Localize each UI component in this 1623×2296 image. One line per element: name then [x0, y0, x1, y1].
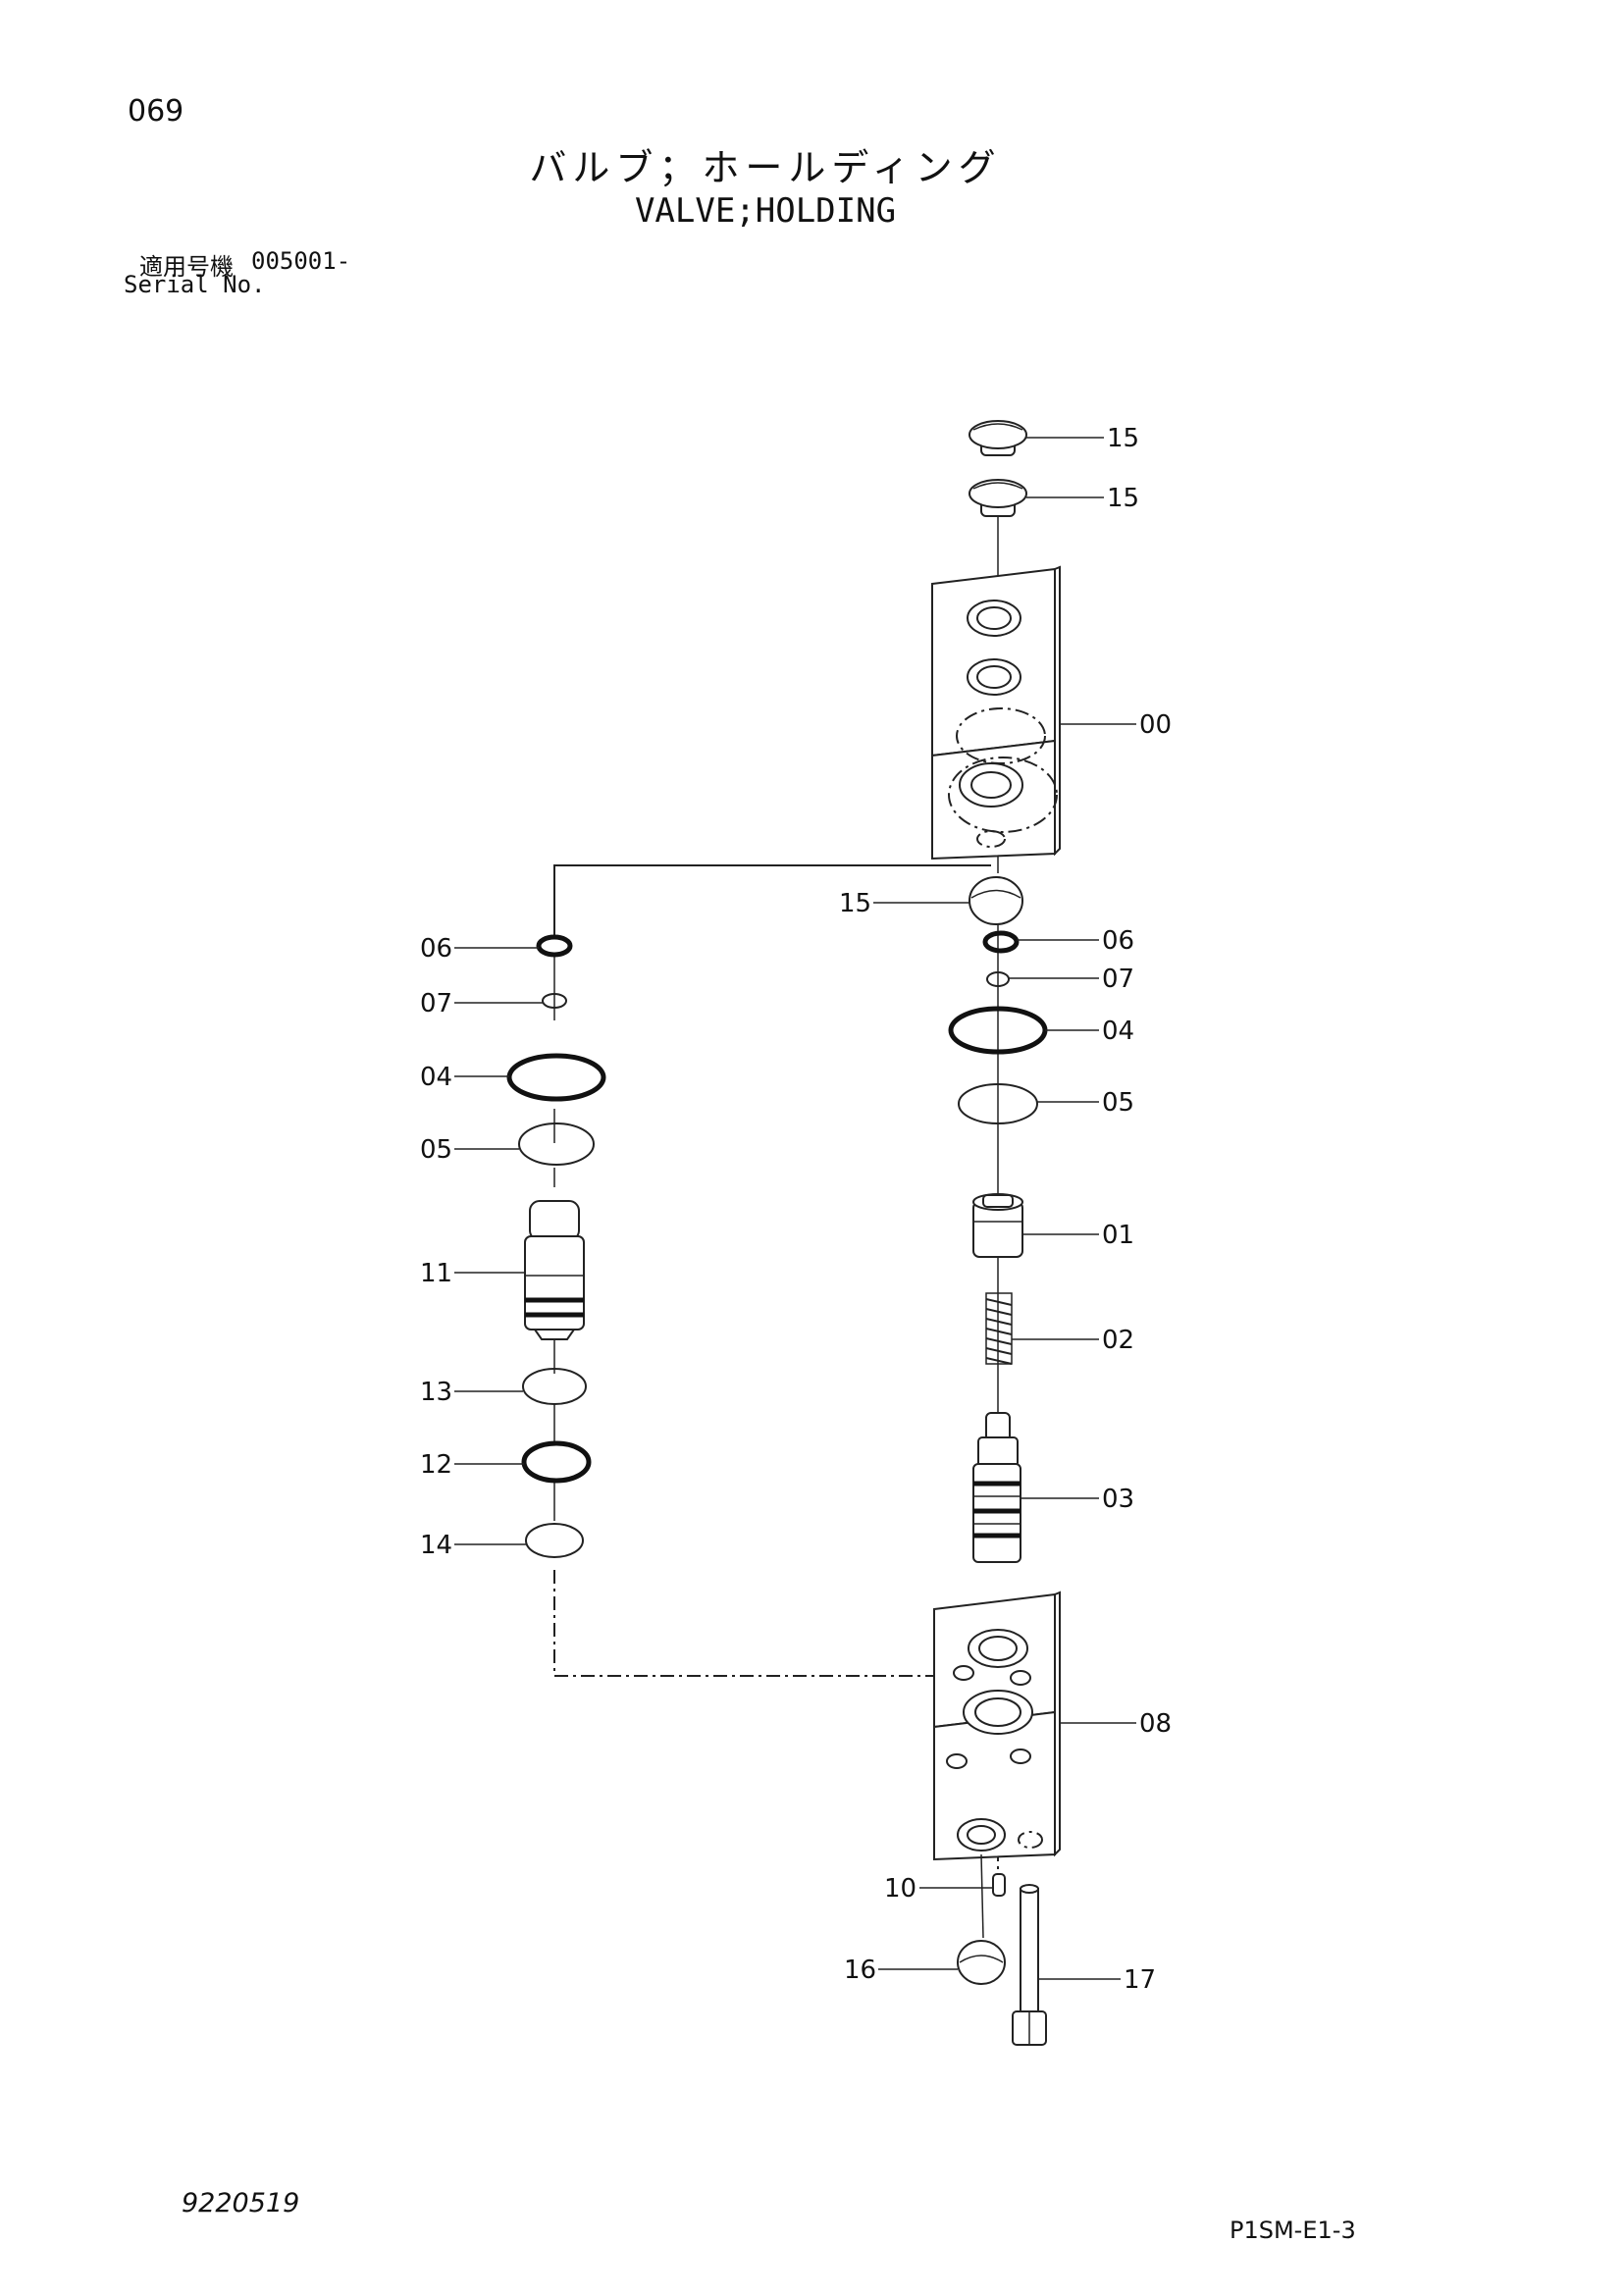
callout-00: 00	[1139, 710, 1172, 740]
backup-ring-12	[521, 1440, 592, 1484]
callout-06: 06	[1102, 926, 1134, 956]
serial-label-japanese: 適用号機	[139, 253, 234, 281]
cartridge-03	[972, 1412, 1021, 1563]
backup-ring-06-left	[536, 934, 573, 958]
drawing-number: 9220519	[182, 2188, 300, 2218]
callout-labels: 15 15 00 15 06 07 04 05 01 02 03 08 10 1…	[420, 424, 1172, 1995]
plug-16	[957, 1853, 1006, 1985]
o-ring-04-left	[506, 1053, 606, 1102]
callout-04: 04	[1102, 1017, 1134, 1046]
o-ring-07-left	[542, 993, 567, 1009]
callout-07: 07	[1102, 965, 1134, 994]
callout-16: 16	[844, 1956, 876, 1985]
o-ring-13	[522, 1368, 587, 1405]
left-lower-connector	[553, 1570, 991, 1677]
spring-02	[985, 1292, 1013, 1365]
callout-05: 05	[1102, 1088, 1134, 1118]
piston-11	[524, 1200, 585, 1340]
valve-body-08	[933, 1591, 1061, 1861]
callout-12: 12	[420, 1450, 452, 1480]
left-upper-connector	[553, 864, 991, 937]
callout-05: 05	[420, 1135, 452, 1165]
callout-06: 06	[420, 934, 452, 964]
callout-14: 14	[420, 1531, 452, 1560]
callout-15: 15	[1107, 424, 1139, 453]
callout-10: 10	[884, 1874, 916, 1904]
washer-14	[525, 1523, 584, 1558]
callout-17: 17	[1124, 1965, 1156, 1995]
callout-13: 13	[420, 1378, 452, 1407]
plug-15-middle	[969, 876, 1023, 925]
title-japanese: バルブ；ホールディング	[529, 146, 1002, 189]
serial-label-english: Serial No.	[124, 271, 266, 298]
pin-10	[992, 1873, 1006, 1897]
plug-15-top	[969, 420, 1027, 456]
o-ring-07-right	[986, 971, 1010, 987]
title-english: VALVE;HOLDING	[634, 191, 897, 231]
callout-15: 15	[1107, 484, 1139, 513]
serial-value: 005001-	[251, 247, 351, 275]
callout-11: 11	[420, 1259, 452, 1288]
washer-05-right	[958, 1083, 1038, 1124]
callout-07: 07	[420, 989, 452, 1018]
callout-01: 01	[1102, 1221, 1134, 1250]
leader-lines	[454, 437, 1136, 1980]
callout-02: 02	[1102, 1326, 1134, 1355]
callout-04: 04	[420, 1063, 452, 1092]
valve-body-00	[931, 565, 1061, 861]
bolt-17	[1012, 1884, 1047, 2046]
callout-03: 03	[1102, 1485, 1134, 1514]
callout-15: 15	[839, 889, 871, 918]
plug-15-second	[969, 479, 1027, 517]
page-number: 069	[128, 94, 184, 129]
poppet-01	[972, 1193, 1023, 1258]
callout-08: 08	[1139, 1709, 1172, 1739]
sheet-code: P1SM-E1-3	[1230, 2217, 1356, 2244]
backup-ring-06-right	[982, 930, 1020, 954]
washer-05-left	[518, 1122, 595, 1166]
